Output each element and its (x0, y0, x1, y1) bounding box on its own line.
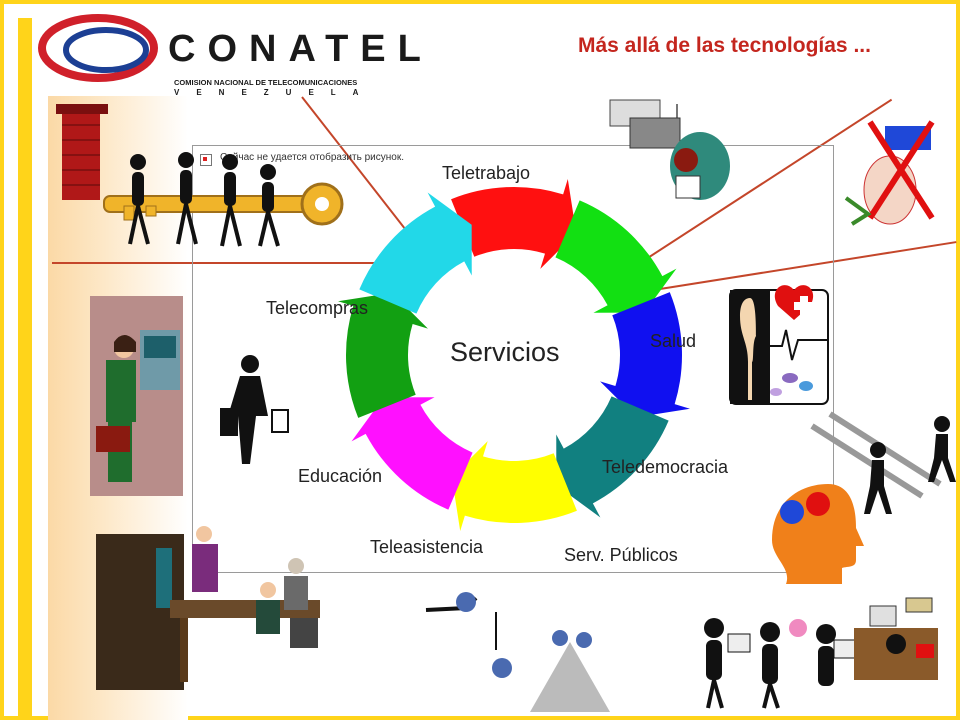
label-educacion: Educación (298, 466, 383, 486)
cycle-arrow-segment (555, 200, 677, 313)
logo-subtitle: COMISION NACIONAL DE TELECOMUNICACIONES (174, 78, 358, 87)
atm-woman-icon (90, 296, 183, 496)
railway-figures-icon (810, 411, 956, 514)
connector-line (52, 262, 392, 264)
logo-swoosh-icon (38, 14, 158, 82)
label-telecompras: Telecompras (266, 298, 369, 318)
cycle-arrow-segment (359, 192, 472, 314)
conatel-logo: CONATEL COMISION NACIONAL DE TELECOMUNIC… (36, 8, 421, 97)
cycle-arrow-segment (600, 292, 690, 418)
climbers-icon (425, 592, 610, 712)
cycle-arrow-segment (351, 397, 473, 510)
shopping-woman-icon (220, 355, 289, 464)
thinking-head-icon (772, 484, 864, 584)
broken-image-frame (192, 145, 834, 573)
left-accent-stripe (18, 18, 32, 720)
logo-country: VENEZUELA (174, 88, 376, 97)
telework-person-icon (609, 99, 730, 200)
cycle-arrow-segment (338, 292, 428, 418)
team-figures-icon (128, 152, 280, 247)
classroom-icon (96, 526, 320, 690)
health-icon (729, 285, 829, 405)
logo-wordmark: CONATEL (168, 28, 433, 70)
cycle-arrow-segment (451, 441, 577, 531)
no-entry-icon (844, 120, 935, 226)
slide-title: Más allá de las tecnologías ... (578, 34, 871, 57)
key-icon (103, 182, 344, 226)
brick-wall-icon (56, 104, 108, 200)
label-salud: Salud (650, 331, 697, 351)
label-teleasistencia: Teleasistencia (370, 537, 484, 557)
broken-image-icon (200, 154, 212, 166)
cycle-arrow-segment (556, 396, 669, 518)
label-teletrabajo: Teletrabajo (442, 163, 531, 183)
workers-icon (704, 597, 938, 709)
label-teledemocracia: Teledemocracia (602, 457, 729, 477)
cycle-segments (338, 179, 690, 531)
cycle-center-label: Servicios (450, 337, 560, 367)
broken-image-message: Сейчас не удается отобразить рисунок. (220, 152, 404, 163)
cycle-arrow-segment (451, 179, 577, 269)
connector-line (676, 104, 678, 120)
label-serv-publicos: Serv. Públicos (564, 545, 678, 565)
